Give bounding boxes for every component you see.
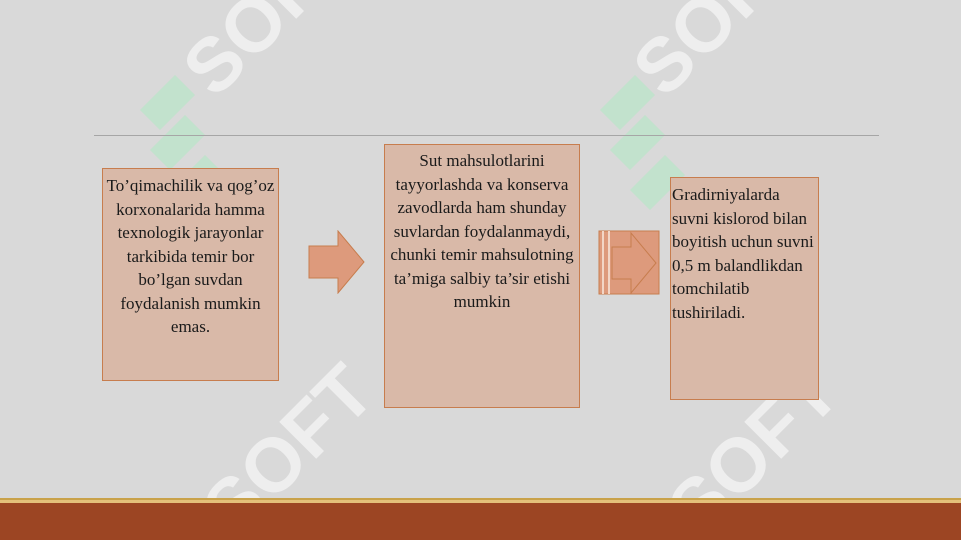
text-box-dairy-text: Sut mahsulotlarini tayyorlashda va konse… <box>390 151 574 311</box>
svg-text:SOF: SOF <box>617 0 788 112</box>
footer-band <box>0 503 961 540</box>
striped-arrow-right-icon <box>598 230 660 295</box>
text-box-textile: To’qimachilik va qog’oz korxonalarida ha… <box>102 168 279 381</box>
divider-line <box>94 135 879 136</box>
svg-text:SOF: SOF <box>167 0 338 112</box>
text-box-dairy: Sut mahsulotlarini tayyorlashda va konse… <box>384 144 580 408</box>
text-box-textile-text: To’qimachilik va qog’oz korxonalarida ha… <box>106 176 275 336</box>
footer-stripe <box>0 498 961 500</box>
text-box-cooling-towers-text: Gradirniyalarda suvni kislorod bilan boy… <box>672 185 814 322</box>
text-box-cooling-towers: Gradirniyalarda suvni kislorod bilan boy… <box>670 177 819 400</box>
footer-stripe-light <box>0 500 961 503</box>
arrow-right-icon <box>308 230 365 294</box>
